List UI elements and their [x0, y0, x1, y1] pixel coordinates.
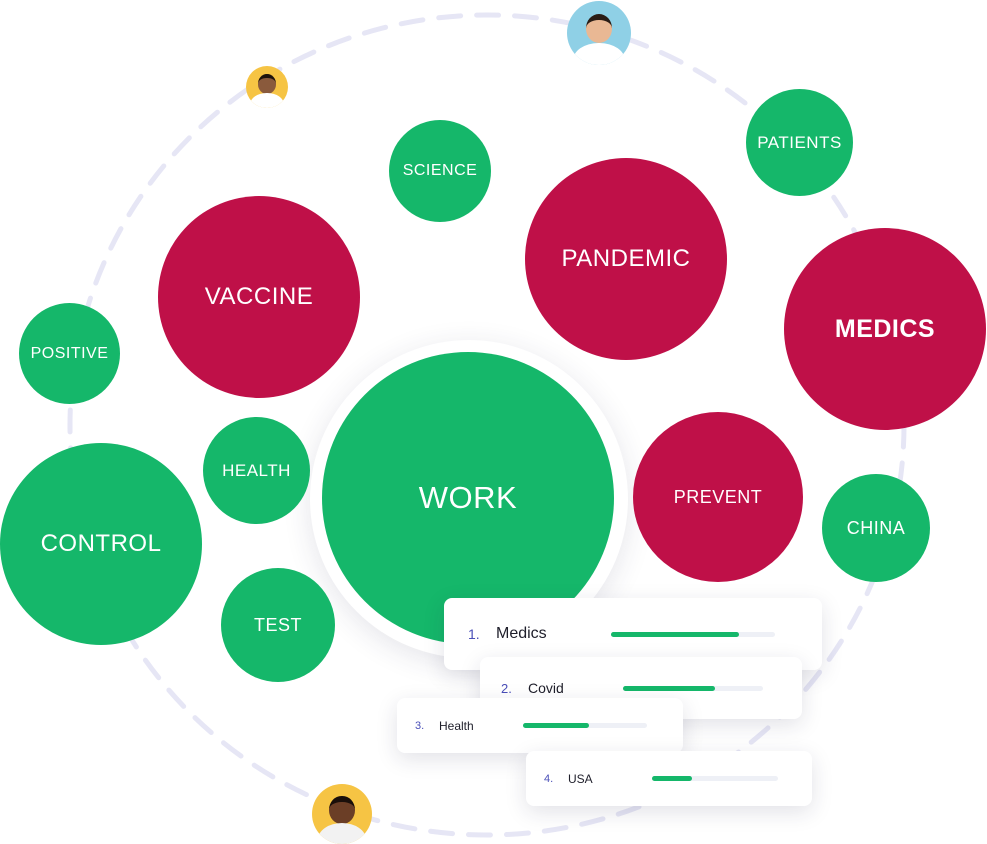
- avatar-woman-bottom[interactable]: [312, 784, 372, 844]
- bubble-label: PREVENT: [673, 486, 763, 507]
- ranking-rank: 2.: [501, 680, 512, 696]
- bubble-science[interactable]: SCIENCE: [389, 120, 491, 222]
- ranking-bar-track: [623, 686, 763, 691]
- bubble-work[interactable]: WORK: [322, 352, 614, 644]
- ranking-card-4[interactable]: 4. USA: [526, 751, 812, 806]
- ranking-bar-track: [611, 632, 775, 637]
- bubble-positive[interactable]: POSITIVE: [19, 303, 120, 404]
- ranking-label: Medics: [496, 625, 547, 642]
- bubble-prevent[interactable]: PREVENT: [633, 412, 803, 582]
- bubble-label: WORK: [418, 480, 518, 515]
- bubble-label: PATIENTS: [757, 132, 842, 152]
- bubble-label: TEST: [253, 614, 302, 635]
- bubble-test[interactable]: TEST: [221, 568, 335, 682]
- ranking-bar-fill: [652, 776, 693, 781]
- bubble-label: POSITIVE: [30, 344, 109, 362]
- bubble-label: SCIENCE: [402, 162, 478, 179]
- ranking-bar-fill: [623, 686, 716, 691]
- bubble-label: VACCINE: [204, 283, 314, 310]
- bubble-label: CHINA: [846, 517, 906, 538]
- bubble-china[interactable]: CHINA: [822, 474, 930, 582]
- ranking-bar-track: [523, 723, 647, 728]
- bubble-label: PANDEMIC: [561, 245, 691, 272]
- ranking-rank: 1.: [468, 626, 480, 642]
- ranking-label: USA: [568, 771, 593, 786]
- bubble-control[interactable]: CONTROL: [0, 443, 202, 645]
- ranking-rank: 3.: [415, 719, 425, 732]
- ranking-bar-fill: [611, 632, 739, 637]
- bubble-pandemic[interactable]: PANDEMIC: [525, 158, 727, 360]
- bubble-label: CONTROL: [40, 530, 162, 557]
- bubble-health[interactable]: HEALTH: [203, 417, 310, 524]
- ranking-rank: 4.: [544, 772, 554, 785]
- ranking-label: Covid: [528, 680, 564, 696]
- ranking-bar-fill: [523, 723, 589, 728]
- avatar-man-small[interactable]: [246, 66, 288, 108]
- bubble-vaccine[interactable]: VACCINE: [158, 196, 360, 398]
- ranking-bar-track: [652, 776, 778, 781]
- bubble-patients[interactable]: PATIENTS: [746, 89, 853, 196]
- bubble-medics[interactable]: MEDICS: [784, 228, 986, 430]
- bubble-label: HEALTH: [222, 460, 291, 480]
- avatar-man-top[interactable]: [567, 1, 631, 65]
- bubble-label: MEDICS: [834, 314, 936, 343]
- ranking-label: Health: [439, 718, 474, 733]
- ranking-card-3[interactable]: 3. Health: [397, 698, 683, 753]
